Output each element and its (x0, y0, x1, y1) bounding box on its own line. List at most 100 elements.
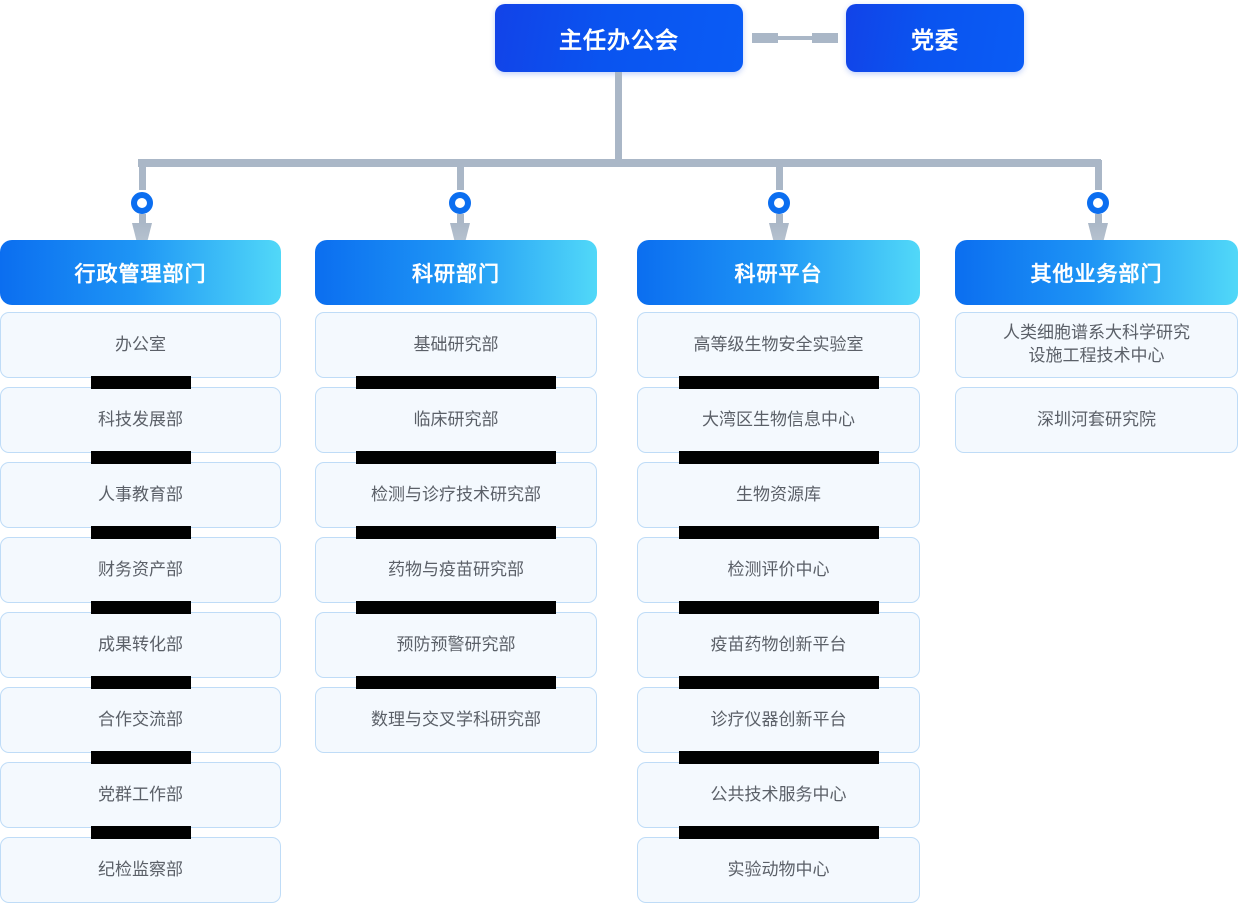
connector-ring-icon (449, 192, 471, 214)
column-administrative: 行政管理部门 办公室科技发展部人事教育部财务资产部成果转化部合作交流部党群工作部… (0, 240, 281, 912)
item-card[interactable]: 人类细胞谱系大科学研究 设施工程技术中心 (955, 312, 1238, 378)
item-card[interactable]: 诊疗仪器创新平台 (637, 687, 920, 753)
dashed-link-icon (752, 33, 838, 43)
redaction-bar (678, 601, 879, 614)
item-card-label: 深圳河套研究院 (1037, 409, 1156, 429)
redaction-bar (90, 751, 191, 764)
redaction-bar (90, 676, 191, 689)
item-card[interactable]: 生物资源库 (637, 462, 920, 528)
redaction-bar (678, 826, 879, 839)
item-card-label: 公共技术服务中心 (710, 784, 847, 804)
item-card-label: 科技发展部 (98, 409, 183, 429)
item-card-label: 基础研究部 (413, 334, 499, 354)
connector-column-3 (1084, 160, 1112, 242)
connector-ring-icon (1087, 192, 1109, 214)
redaction-bar (90, 526, 191, 539)
horizontal-bus-line (138, 159, 1101, 167)
item-card-label: 人事教育部 (98, 484, 183, 504)
item-card-label: 诊疗仪器创新平台 (710, 709, 847, 729)
connector-ring-icon (131, 192, 153, 214)
column-other-business: 其他业务部门 人类细胞谱系大科学研究 设施工程技术中心深圳河套研究院 (955, 240, 1238, 453)
redaction-bar (678, 751, 879, 764)
connector-funnel-icon (450, 223, 470, 242)
item-card-label: 党群工作部 (98, 784, 183, 804)
connector-stub (776, 160, 783, 190)
item-card-label: 生物资源库 (736, 484, 821, 504)
column-header-2[interactable]: 科研平台 (637, 240, 920, 305)
connector-stub (457, 160, 464, 190)
dash-segment (778, 36, 812, 40)
item-card-label: 人类细胞谱系大科学研究 设施工程技术中心 (1003, 323, 1190, 365)
item-card[interactable]: 基础研究部 (315, 312, 597, 378)
item-card-label: 大湾区生物信息中心 (702, 409, 855, 429)
item-card[interactable]: 人事教育部 (0, 462, 281, 528)
item-card-label: 临床研究部 (413, 409, 499, 429)
item-card[interactable]: 合作交流部 (0, 687, 281, 753)
item-card[interactable]: 成果转化部 (0, 612, 281, 678)
item-card[interactable]: 深圳河套研究院 (955, 387, 1238, 453)
connector-column-1 (446, 160, 474, 242)
item-card[interactable]: 大湾区生物信息中心 (637, 387, 920, 453)
connector-funnel-icon (132, 223, 152, 242)
node-party-label: 党委 (911, 27, 959, 53)
item-card-label: 数理与交叉学科研究部 (371, 709, 541, 729)
column-header-3[interactable]: 其他业务部门 (955, 240, 1238, 305)
item-card[interactable]: 纪检监察部 (0, 837, 281, 903)
dash-segment (812, 33, 838, 43)
redaction-bar (90, 451, 191, 464)
redaction-bar (356, 601, 556, 614)
column-items-1: 基础研究部临床研究部检测与诊疗技术研究部药物与疫苗研究部预防预警研究部数理与交叉… (315, 312, 597, 753)
item-card[interactable]: 数理与交叉学科研究部 (315, 687, 597, 753)
connector-neck (776, 214, 783, 224)
item-card[interactable]: 党群工作部 (0, 762, 281, 828)
redaction-bar (90, 826, 191, 839)
redaction-bar (356, 676, 556, 689)
item-card[interactable]: 办公室 (0, 312, 281, 378)
column-header-label: 科研平台 (734, 262, 823, 286)
item-card-label: 合作交流部 (98, 709, 183, 729)
node-main-office-meeting[interactable]: 主任办公会 (495, 4, 743, 72)
item-card-label: 财务资产部 (98, 559, 183, 579)
redaction-bar (678, 376, 879, 389)
item-card[interactable]: 科技发展部 (0, 387, 281, 453)
redaction-bar (678, 451, 879, 464)
connector-stub (1095, 160, 1102, 190)
redaction-bar (356, 526, 556, 539)
connector-funnel-icon (1088, 223, 1108, 242)
item-card[interactable]: 检测评价中心 (637, 537, 920, 603)
connector-ring-icon (768, 192, 790, 214)
column-items-2: 高等级生物安全实验室大湾区生物信息中心生物资源库检测评价中心疫苗药物创新平台诊疗… (637, 312, 920, 903)
redaction-bar (90, 376, 191, 389)
item-card[interactable]: 疫苗药物创新平台 (637, 612, 920, 678)
node-party-committee[interactable]: 党委 (846, 4, 1024, 72)
connector-neck (1095, 214, 1102, 224)
item-card-label: 药物与疫苗研究部 (388, 559, 524, 579)
item-card[interactable]: 实验动物中心 (637, 837, 920, 903)
item-card-label: 检测评价中心 (727, 559, 830, 579)
item-card[interactable]: 高等级生物安全实验室 (637, 312, 920, 378)
column-header-label: 科研部门 (412, 262, 500, 286)
column-items-0: 办公室科技发展部人事教育部财务资产部成果转化部合作交流部党群工作部纪检监察部 (0, 312, 281, 903)
column-header-0[interactable]: 行政管理部门 (0, 240, 281, 305)
item-card-label: 疫苗药物创新平台 (710, 634, 847, 654)
item-card[interactable]: 药物与疫苗研究部 (315, 537, 597, 603)
column-header-1[interactable]: 科研部门 (315, 240, 597, 305)
column-research-departments: 科研部门 基础研究部临床研究部检测与诊疗技术研究部药物与疫苗研究部预防预警研究部… (315, 240, 597, 762)
item-card[interactable]: 财务资产部 (0, 537, 281, 603)
redaction-bar (356, 376, 556, 389)
item-card-label: 检测与诊疗技术研究部 (371, 484, 541, 504)
connector-neck (139, 214, 146, 224)
item-card[interactable]: 公共技术服务中心 (637, 762, 920, 828)
item-card-label: 成果转化部 (98, 634, 183, 654)
item-card[interactable]: 检测与诊疗技术研究部 (315, 462, 597, 528)
connector-stub (139, 160, 146, 190)
item-card-label: 预防预警研究部 (396, 634, 516, 654)
redaction-bar (356, 451, 556, 464)
connector-neck (457, 214, 464, 224)
item-card[interactable]: 临床研究部 (315, 387, 597, 453)
redaction-bar (678, 526, 879, 539)
item-card[interactable]: 预防预警研究部 (315, 612, 597, 678)
column-research-platforms: 科研平台 高等级生物安全实验室大湾区生物信息中心生物资源库检测评价中心疫苗药物创… (637, 240, 920, 912)
item-card-label: 办公室 (115, 334, 166, 354)
